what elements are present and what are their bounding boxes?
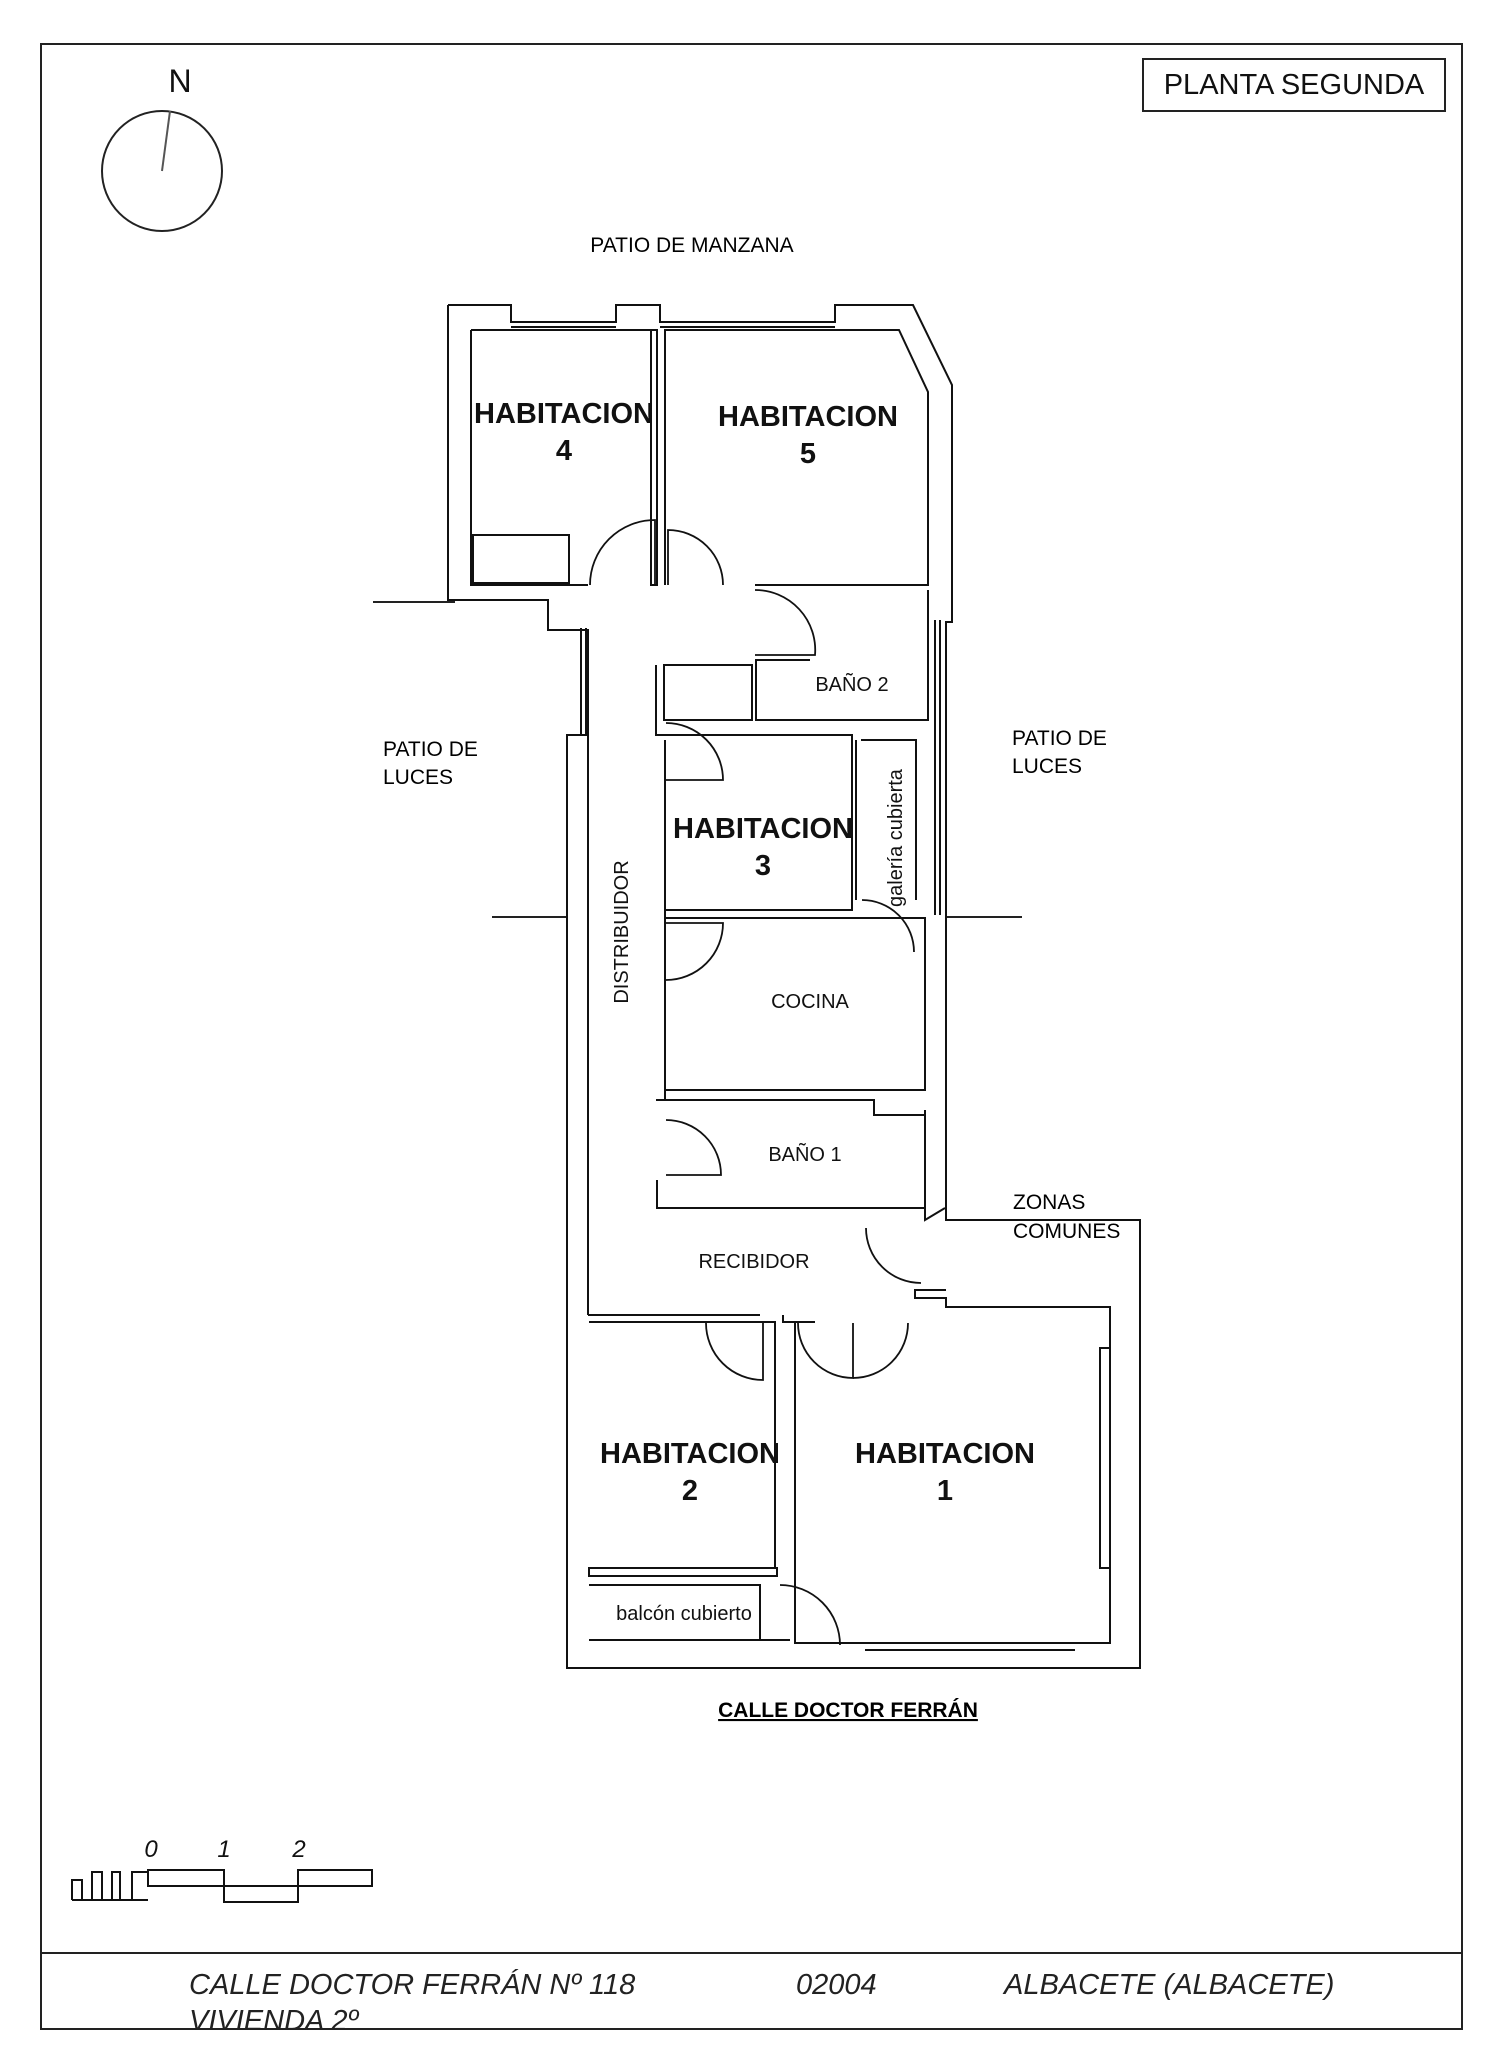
door-swing [705, 1322, 764, 1381]
door-swing [779, 1584, 841, 1646]
door-swing [754, 589, 817, 656]
door-swing [589, 519, 656, 586]
footer-postal-code: 02004 [796, 1969, 877, 2001]
footer-unit: VIVIENDA 2º [189, 2005, 359, 2037]
door-swing [667, 529, 724, 586]
inner-wall [755, 590, 929, 721]
room-balcon: balcón cubierto [616, 1603, 752, 1625]
room-name-hab2: HABITACION [600, 1438, 780, 1470]
patio-luces-right-label-2: LUCES [1012, 755, 1082, 778]
patio-luces-left-label-2: LUCES [383, 766, 453, 789]
wardrobe [472, 534, 570, 584]
scale-bar [71, 1869, 373, 1903]
inner-wall [664, 329, 929, 586]
door-swing [797, 1322, 854, 1379]
room-number-hab2: 2 [682, 1475, 698, 1507]
zonas-comunes-label-2: COMUNES [1013, 1220, 1120, 1243]
room-recibidor: RECIBIDOR [698, 1251, 809, 1273]
room-name-hab3: HABITACION [673, 813, 853, 845]
room-number-hab5: 5 [800, 438, 816, 470]
room-number-hab1: 1 [937, 1475, 953, 1507]
patio-luces-left-label-1: PATIO DE [383, 738, 478, 761]
room-distribuidor: DISTRIBUIDOR [611, 860, 633, 1003]
footer-address: CALLE DOCTOR FERRÁN Nº 118 [189, 1969, 636, 2001]
north-label: N [168, 63, 191, 99]
room-name-hab1: HABITACION [855, 1438, 1035, 1470]
room-name-hab5: HABITACION [718, 401, 898, 433]
room-number-hab4: 4 [556, 435, 572, 467]
room-bano2: BAÑO 2 [815, 672, 888, 696]
street-label: CALLE DOCTOR FERRÁN [718, 1699, 978, 1722]
scale-tick-1: 1 [217, 1836, 230, 1863]
room-number-hab3: 3 [755, 850, 771, 882]
door-swing [665, 922, 724, 981]
title-text: PLANTA SEGUNDA [1164, 69, 1425, 101]
door-swing [852, 1322, 909, 1379]
zonas-comunes-label-1: ZONAS [1013, 1191, 1085, 1214]
door-swing [865, 1227, 922, 1284]
room-name-hab4: HABITACION [474, 398, 654, 430]
walls [447, 304, 1141, 1669]
closet-bano2 [663, 664, 753, 721]
patio-luces-right-label-1: PATIO DE [1012, 727, 1107, 750]
north-compass-icon [101, 110, 223, 232]
north-arrow-needle [161, 110, 171, 172]
scale-tick-0: 0 [144, 1836, 158, 1863]
wardrobe-inner [472, 534, 570, 586]
door-swing [665, 722, 724, 781]
sheet-border [40, 43, 1463, 2030]
room-cocina: COCINA [771, 991, 849, 1013]
patio-manzana-label: PATIO DE MANZANA [590, 234, 793, 257]
balcony-divider [588, 1567, 778, 1577]
room-bano1: BAÑO 1 [768, 1142, 841, 1166]
door-swing [665, 1119, 722, 1176]
inner-wall [471, 329, 658, 586]
scale-tick-2: 2 [291, 1836, 305, 1863]
title-box [1142, 58, 1446, 112]
door-swing [861, 899, 915, 953]
door-swings [589, 519, 922, 1646]
room-galeria: galería cubierta [885, 768, 907, 907]
footer-city: ALBACETE (ALBACETE) [1004, 1969, 1335, 2001]
